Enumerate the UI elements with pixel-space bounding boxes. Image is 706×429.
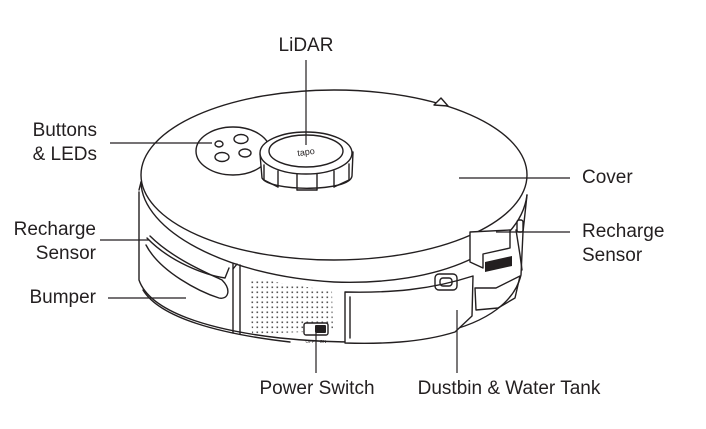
label-recharge-sensor-right: Recharge Sensor: [582, 221, 665, 266]
label-lidar: LiDAR: [278, 35, 334, 56]
label-cover: Cover: [582, 167, 633, 188]
vent-grille: [250, 278, 333, 334]
buttons-panel: [195, 126, 271, 176]
label-bumper: Bumper: [29, 287, 96, 308]
switch-on-mark: ON: [320, 339, 327, 344]
label-power-switch: Power Switch: [259, 378, 375, 399]
cover-notch: [433, 97, 449, 107]
button-top: [233, 133, 249, 145]
led-left: [214, 140, 224, 148]
bottom-edge: [142, 289, 291, 343]
switch-off-mark: OFF: [306, 339, 315, 344]
button-bottom: [214, 151, 230, 163]
recharge-sensor-right: [516, 219, 524, 233]
dustbin-tank: [344, 275, 474, 344]
bumper-seam: [232, 263, 241, 335]
lidar-logo: tapo: [297, 146, 316, 158]
dustbin-latch: [434, 273, 458, 291]
button-right: [238, 148, 252, 158]
label-buttons-leds: Buttons & LEDs: [32, 120, 97, 165]
label-dustbin-water-tank: Dustbin & Water Tank: [417, 378, 601, 399]
right-dock: [469, 229, 511, 269]
bumper-cutout: [145, 235, 229, 299]
label-recharge-sensor-left: Recharge Sensor: [13, 219, 96, 264]
